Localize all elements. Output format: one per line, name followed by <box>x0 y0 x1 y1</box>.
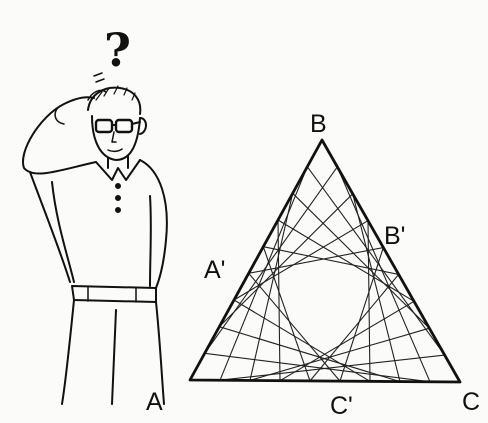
envelope-line <box>249 193 294 381</box>
envelope-line <box>309 274 400 382</box>
envelope-line <box>218 193 354 328</box>
vertex-label-c: C <box>462 388 480 416</box>
envelope-line <box>249 327 430 381</box>
envelope-line <box>279 300 415 382</box>
torso-left <box>29 171 71 283</box>
envelope-line <box>233 299 371 382</box>
triangle-figure <box>188 138 462 384</box>
scratch-marks <box>93 72 105 83</box>
question-mark: ? <box>104 23 131 77</box>
envelope-line <box>277 219 415 302</box>
vertex-label-b: B <box>310 110 327 138</box>
envelope-line <box>339 247 384 382</box>
face <box>91 115 141 161</box>
envelope-lines <box>204 166 446 383</box>
collar <box>95 159 141 181</box>
envelope-line <box>219 326 401 383</box>
trousers <box>61 299 165 405</box>
envelope-line <box>262 246 311 382</box>
outer-triangle <box>188 138 462 384</box>
envelope-line <box>219 354 445 381</box>
envelope-line <box>292 192 430 329</box>
envelope-line <box>277 219 281 381</box>
vertex-label-a: A <box>146 388 163 416</box>
side-point-label-a-prime: A' <box>204 256 225 284</box>
raised-arm <box>22 96 97 175</box>
envelope-line <box>204 166 338 354</box>
glasses <box>94 118 141 134</box>
envelope-line <box>306 166 446 356</box>
shirt-button <box>115 183 121 189</box>
side-point-label-b-prime: B' <box>384 222 405 250</box>
envelope-line <box>204 352 431 383</box>
envelope-line <box>233 220 369 301</box>
belt <box>71 285 157 303</box>
side-point-label-c-prime: C' <box>330 392 353 420</box>
puzzled-man: ? <box>22 23 168 405</box>
ear <box>139 117 147 135</box>
envelope-line <box>219 166 308 381</box>
shirt-button <box>115 195 121 201</box>
envelope-line <box>263 246 399 275</box>
envelope-line <box>367 220 371 382</box>
envelope-line <box>336 166 431 383</box>
shirt-button <box>115 207 121 213</box>
torso-right <box>139 159 168 289</box>
